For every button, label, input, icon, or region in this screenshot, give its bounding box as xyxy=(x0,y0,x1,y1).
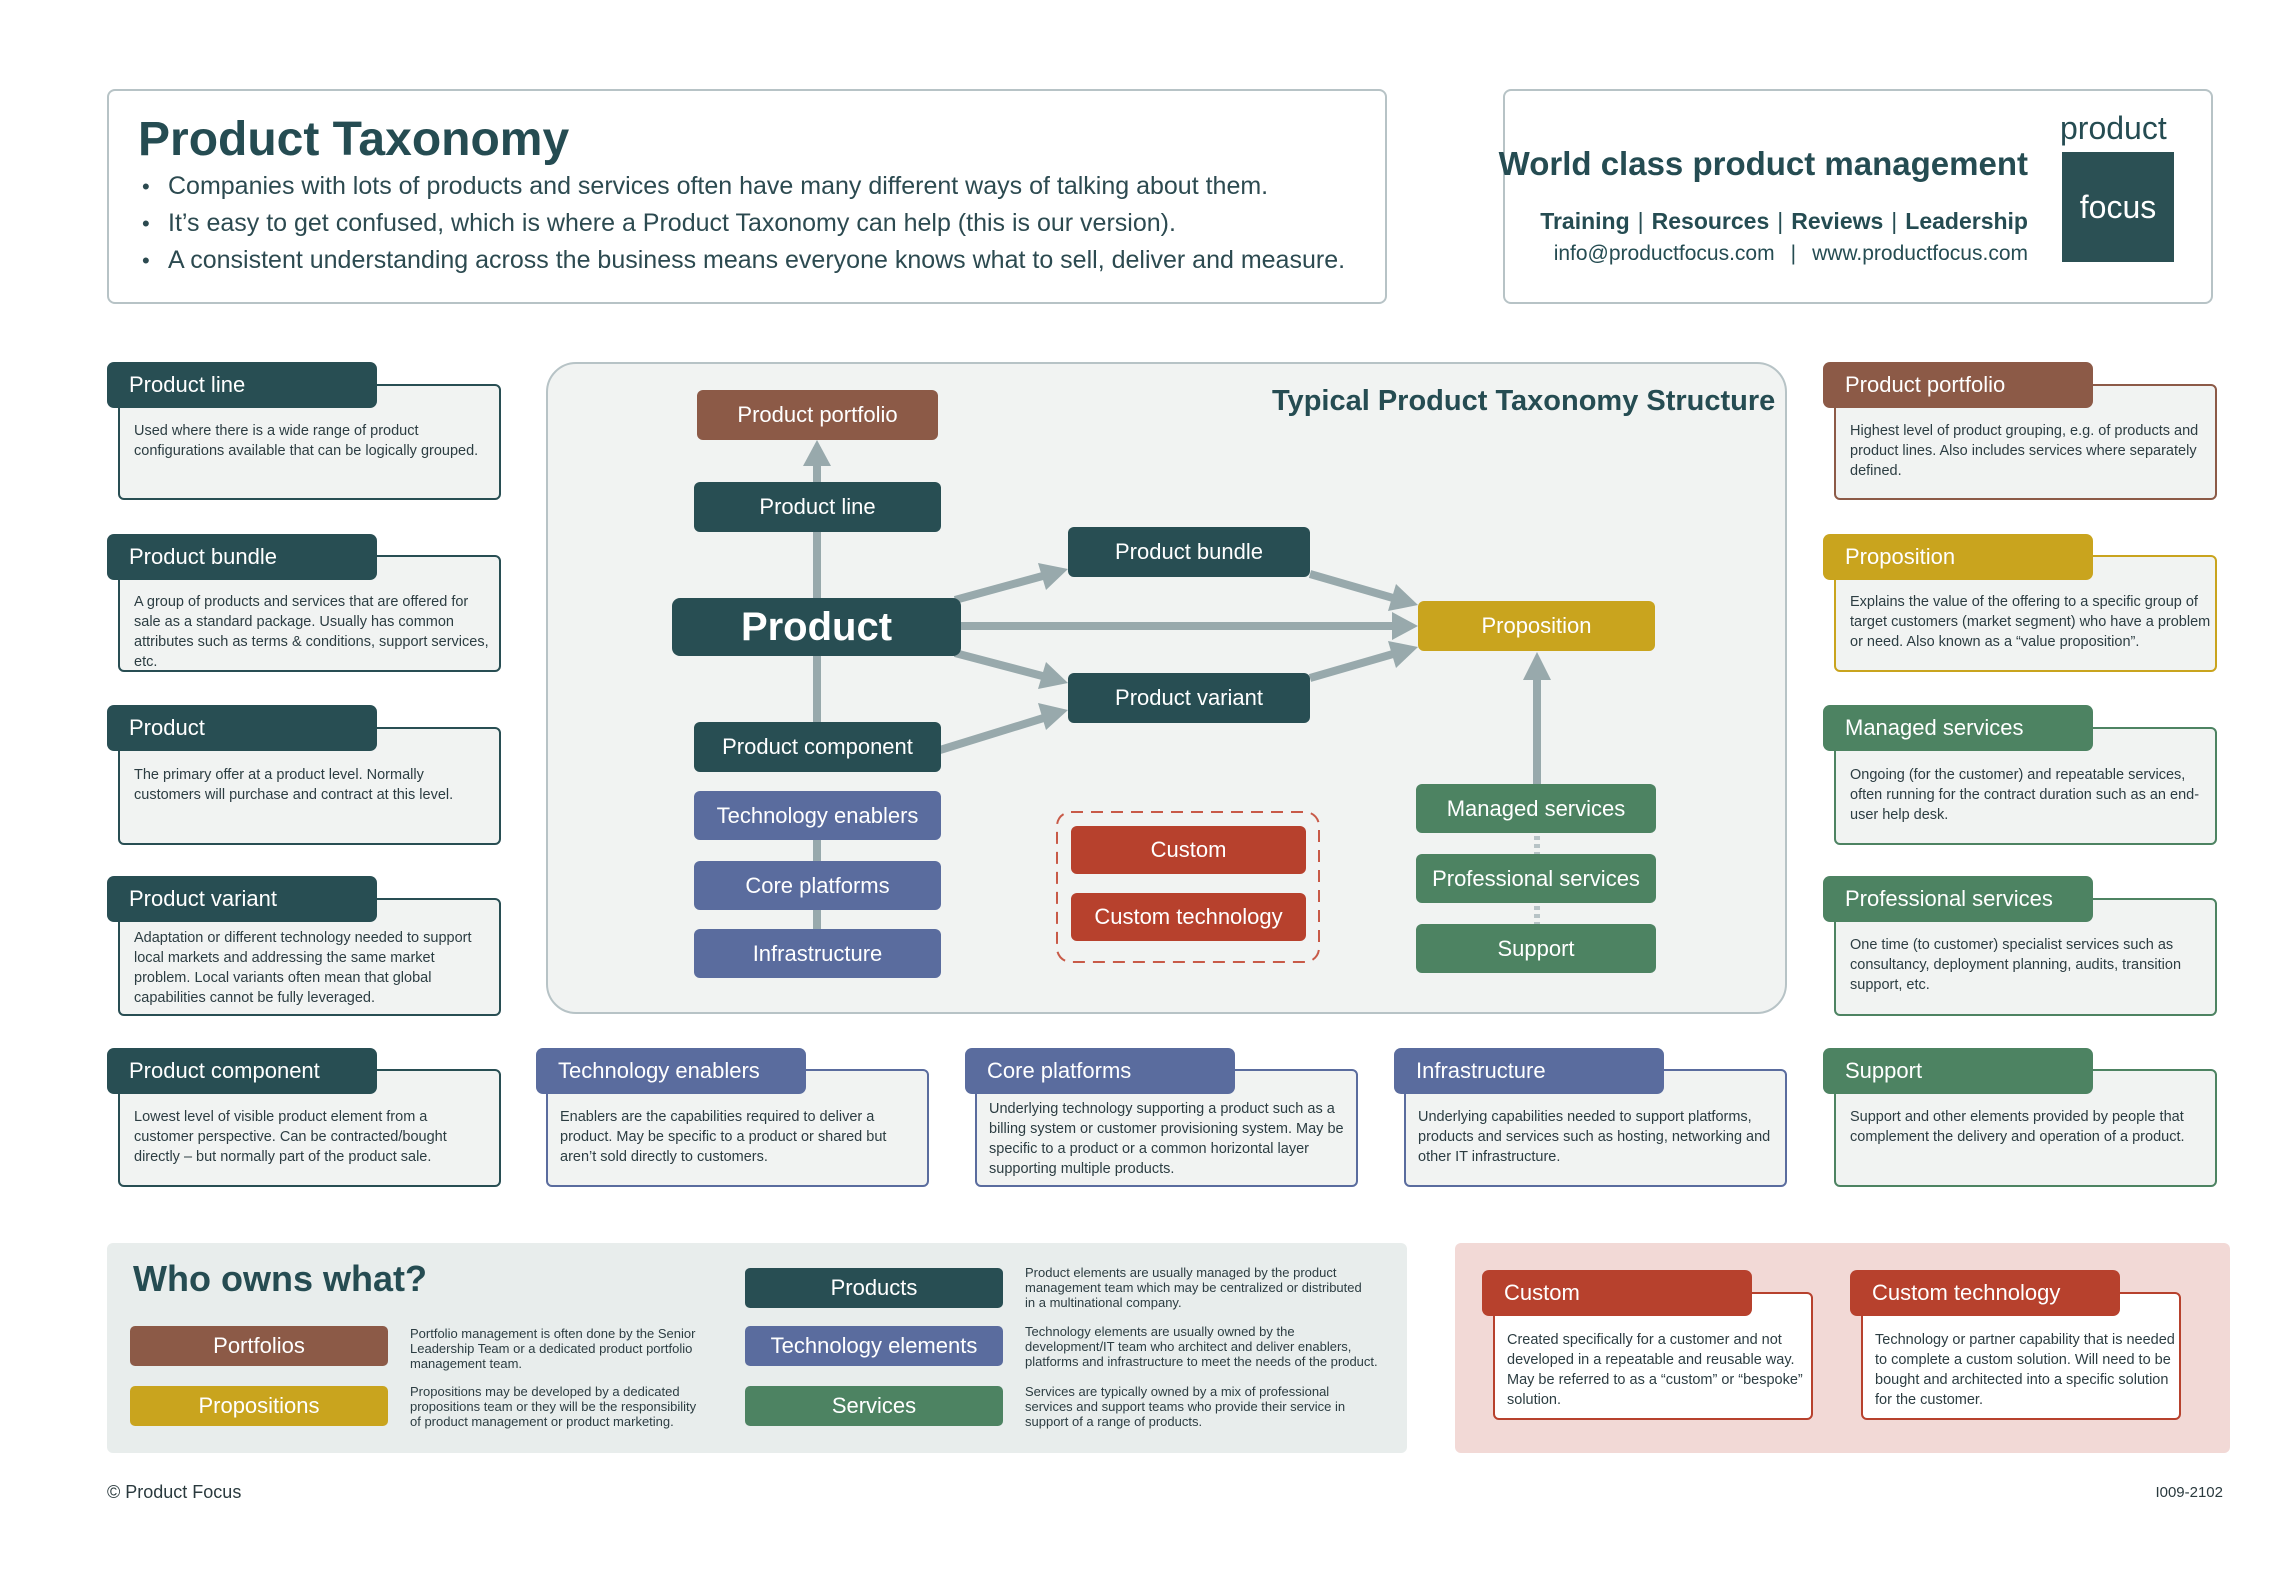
owner-tag-technology-elements: Technology elements xyxy=(745,1326,1003,1366)
tab-custom-technology: Custom technology xyxy=(1850,1270,2120,1316)
arrow-product-variant xyxy=(953,649,1052,682)
diagram-title: Typical Product Taxonomy Structure xyxy=(1272,385,1776,417)
tab-infrastructure: Infrastructure xyxy=(1394,1048,1664,1094)
node-technology-enablers: Technology enablers xyxy=(694,791,941,840)
node-product-bundle: Product bundle xyxy=(1068,527,1310,577)
arrow-product-bundle xyxy=(953,570,1052,604)
page-title: Product Taxonomy xyxy=(138,113,570,166)
node-product-line: Product line xyxy=(694,482,941,532)
card-text: Highest level of product grouping, e.g. … xyxy=(1850,423,2199,479)
document-code: I009-2102 xyxy=(2155,1484,2223,1501)
tab-product-variant: Product variant xyxy=(107,876,377,922)
owner-desc-services: Services are typically owned by a mix of… xyxy=(1025,1384,1346,1429)
owners-title: Who owns what? xyxy=(133,1258,427,1299)
node-managed-services: Managed services xyxy=(1416,784,1656,833)
node-custom: Custom xyxy=(1071,826,1306,874)
tab-support: Support xyxy=(1823,1048,2093,1094)
link-training[interactable]: Training xyxy=(1540,208,1630,234)
node-professional-services: Professional services xyxy=(1416,854,1656,903)
card-text: Enablers are the capabilities required t… xyxy=(560,1109,887,1165)
node-core-platforms: Core platforms xyxy=(694,861,941,910)
arrow-variant-proposition xyxy=(1308,648,1402,682)
tab-product: Product xyxy=(107,705,377,751)
owner-tag-portfolios: Portfolios xyxy=(130,1326,388,1366)
node-product-portfolio: Product portfolio xyxy=(697,390,938,440)
logo-square: focus xyxy=(2062,152,2174,262)
intro-bullet: It’s easy to get confused, which is wher… xyxy=(142,205,1345,242)
card-text: Adaptation or different technology neede… xyxy=(134,930,472,1006)
tab-managed-services: Managed services xyxy=(1823,705,2093,751)
card-text: Explains the value of the offering to a … xyxy=(1850,594,2211,650)
card-text: One time (to customer) specialist servic… xyxy=(1850,937,2182,993)
card-text: Underlying technology supporting a produ… xyxy=(989,1101,1344,1177)
brand-tagline: World class product management xyxy=(1498,145,2028,182)
arrow-component-variant xyxy=(938,712,1052,754)
website-link[interactable]: www.productfocus.com xyxy=(1812,242,2028,265)
logo-wordmark-top: product xyxy=(2060,110,2167,146)
owner-desc-technology-elements: Technology elements are usually owned by… xyxy=(1025,1324,1378,1369)
card-text: Lowest level of visible product element … xyxy=(134,1109,447,1165)
tab-product-portfolio: Product portfolio xyxy=(1823,362,2093,408)
owner-desc-portfolios: Portfolio management is often done by th… xyxy=(410,1326,696,1371)
card-text: Underlying capabilities needed to suppor… xyxy=(1418,1109,1771,1165)
owner-desc-products: Product elements are usually managed by … xyxy=(1025,1265,1362,1310)
tab-custom: Custom xyxy=(1482,1270,1752,1316)
link-leadership[interactable]: Leadership xyxy=(1905,208,2028,234)
arrowhead-portfolio xyxy=(803,440,831,466)
node-infrastructure: Infrastructure xyxy=(694,929,941,978)
node-product-variant: Product variant xyxy=(1068,673,1310,723)
intro-bullet: A consistent understanding across the bu… xyxy=(142,242,1345,279)
node-custom-technology: Custom technology xyxy=(1071,893,1306,941)
tab-professional-services: Professional services xyxy=(1823,876,2093,922)
tab-proposition: Proposition xyxy=(1823,534,2093,580)
link-reviews[interactable]: Reviews xyxy=(1791,208,1884,234)
tab-product-line: Product line xyxy=(107,362,377,408)
tab-product-component: Product component xyxy=(107,1048,377,1094)
brand-links: Training|Resources|Reviews|Leadership xyxy=(1540,208,2028,234)
node-product: Product xyxy=(672,598,961,656)
link-resources[interactable]: Resources xyxy=(1651,208,1770,234)
copyright: © Product Focus xyxy=(107,1482,242,1502)
intro-bullet: Companies with lots of products and serv… xyxy=(142,168,1345,205)
owner-tag-propositions: Propositions xyxy=(130,1386,388,1426)
card-text: Used where there is a wide range of prod… xyxy=(134,423,479,459)
card-text: The primary offer at a product level. No… xyxy=(134,767,454,803)
card-text: Created specifically for a customer and … xyxy=(1507,1332,1803,1408)
tab-technology-enablers: Technology enablers xyxy=(536,1048,806,1094)
owner-tag-services: Services xyxy=(745,1386,1003,1426)
intro-bullets: Companies with lots of products and serv… xyxy=(142,168,1345,279)
tab-product-bundle: Product bundle xyxy=(107,534,377,580)
card-text: Technology or partner capability that is… xyxy=(1875,1332,2175,1408)
email-link[interactable]: info@productfocus.com xyxy=(1553,242,1775,265)
card-text: Ongoing (for the customer) and repeatabl… xyxy=(1850,767,2200,823)
card-text: A group of products and services that ar… xyxy=(134,594,489,670)
arrow-bundle-proposition xyxy=(1308,570,1402,604)
node-support: Support xyxy=(1416,924,1656,973)
owner-desc-propositions: Propositions may be developed by a dedic… xyxy=(410,1384,697,1429)
tab-core-platforms: Core platforms xyxy=(965,1048,1235,1094)
node-proposition: Proposition xyxy=(1418,601,1655,651)
owner-tag-products: Products xyxy=(745,1268,1003,1308)
brand-contact: info@productfocus.com|www.productfocus.c… xyxy=(1553,242,2028,265)
node-product-component: Product component xyxy=(694,722,941,772)
card-text: Support and other elements provided by p… xyxy=(1850,1109,2185,1145)
